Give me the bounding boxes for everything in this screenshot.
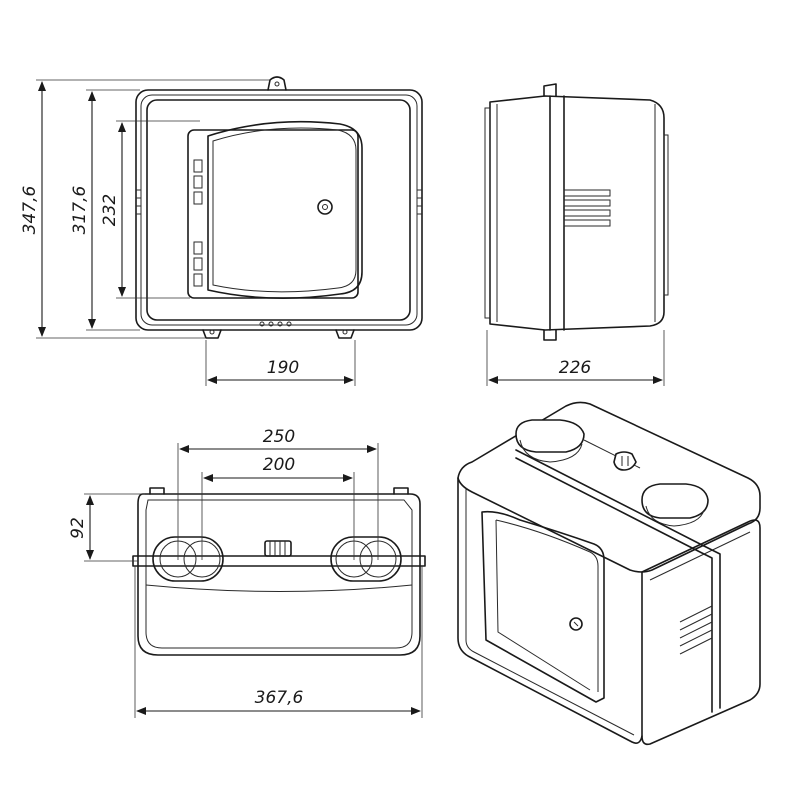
- isometric-view: [457, 401, 761, 746]
- top-view: [132, 487, 426, 656]
- dim-front-inner-height: 317,6: [70, 185, 90, 234]
- top-outer-shell: [137, 493, 421, 656]
- iso-right-face: [641, 519, 761, 746]
- dim-tab-spacing: 190: [267, 358, 299, 378]
- iso-gland-2: [641, 483, 709, 527]
- fixing-tab-right: [335, 329, 355, 339]
- dim-inner-gland-spacing: 200: [263, 455, 295, 475]
- side-bottom-tab: [543, 329, 557, 341]
- dim-top-depth: 92: [68, 517, 88, 539]
- indicator-dots: [259, 321, 292, 327]
- side-top-tab: [543, 83, 557, 97]
- iso-door: [481, 510, 605, 703]
- top-dimensions: [84, 443, 423, 718]
- side-view: [484, 83, 669, 341]
- iso-gland-1: [515, 419, 585, 463]
- side-vents: [563, 189, 611, 227]
- iso-top-face: [457, 401, 761, 573]
- door-hinges: [193, 159, 203, 287]
- cable-gland-right: [330, 536, 402, 582]
- fixing-tab-left: [202, 329, 222, 339]
- top-knob: [264, 540, 292, 557]
- hanging-tab: [267, 76, 287, 91]
- iso-side-vents: [679, 605, 713, 655]
- front-inner-shell: [146, 99, 411, 321]
- dim-door-height: 232: [100, 194, 120, 226]
- side-vents-front: [136, 189, 422, 215]
- dim-front-total-height: 347,6: [20, 185, 40, 234]
- dim-overall-width: 367,6: [255, 688, 304, 708]
- iso-top-knob: [613, 451, 637, 471]
- dim-outer-gland-spacing: 250: [263, 427, 295, 447]
- side-outer-shell: [489, 95, 665, 331]
- lock-icon: [317, 199, 333, 215]
- iso-front-face: [457, 477, 643, 744]
- iso-lock-icon: [569, 617, 583, 631]
- door-panel: [207, 120, 363, 299]
- side-dimensions: [486, 330, 665, 386]
- top-lip: [132, 555, 426, 567]
- front-outer-shell: [135, 89, 423, 331]
- front-view: [135, 76, 423, 339]
- front-dimensions: [36, 79, 356, 386]
- cable-gland-left: [152, 536, 224, 582]
- dim-side-depth: 226: [559, 358, 592, 378]
